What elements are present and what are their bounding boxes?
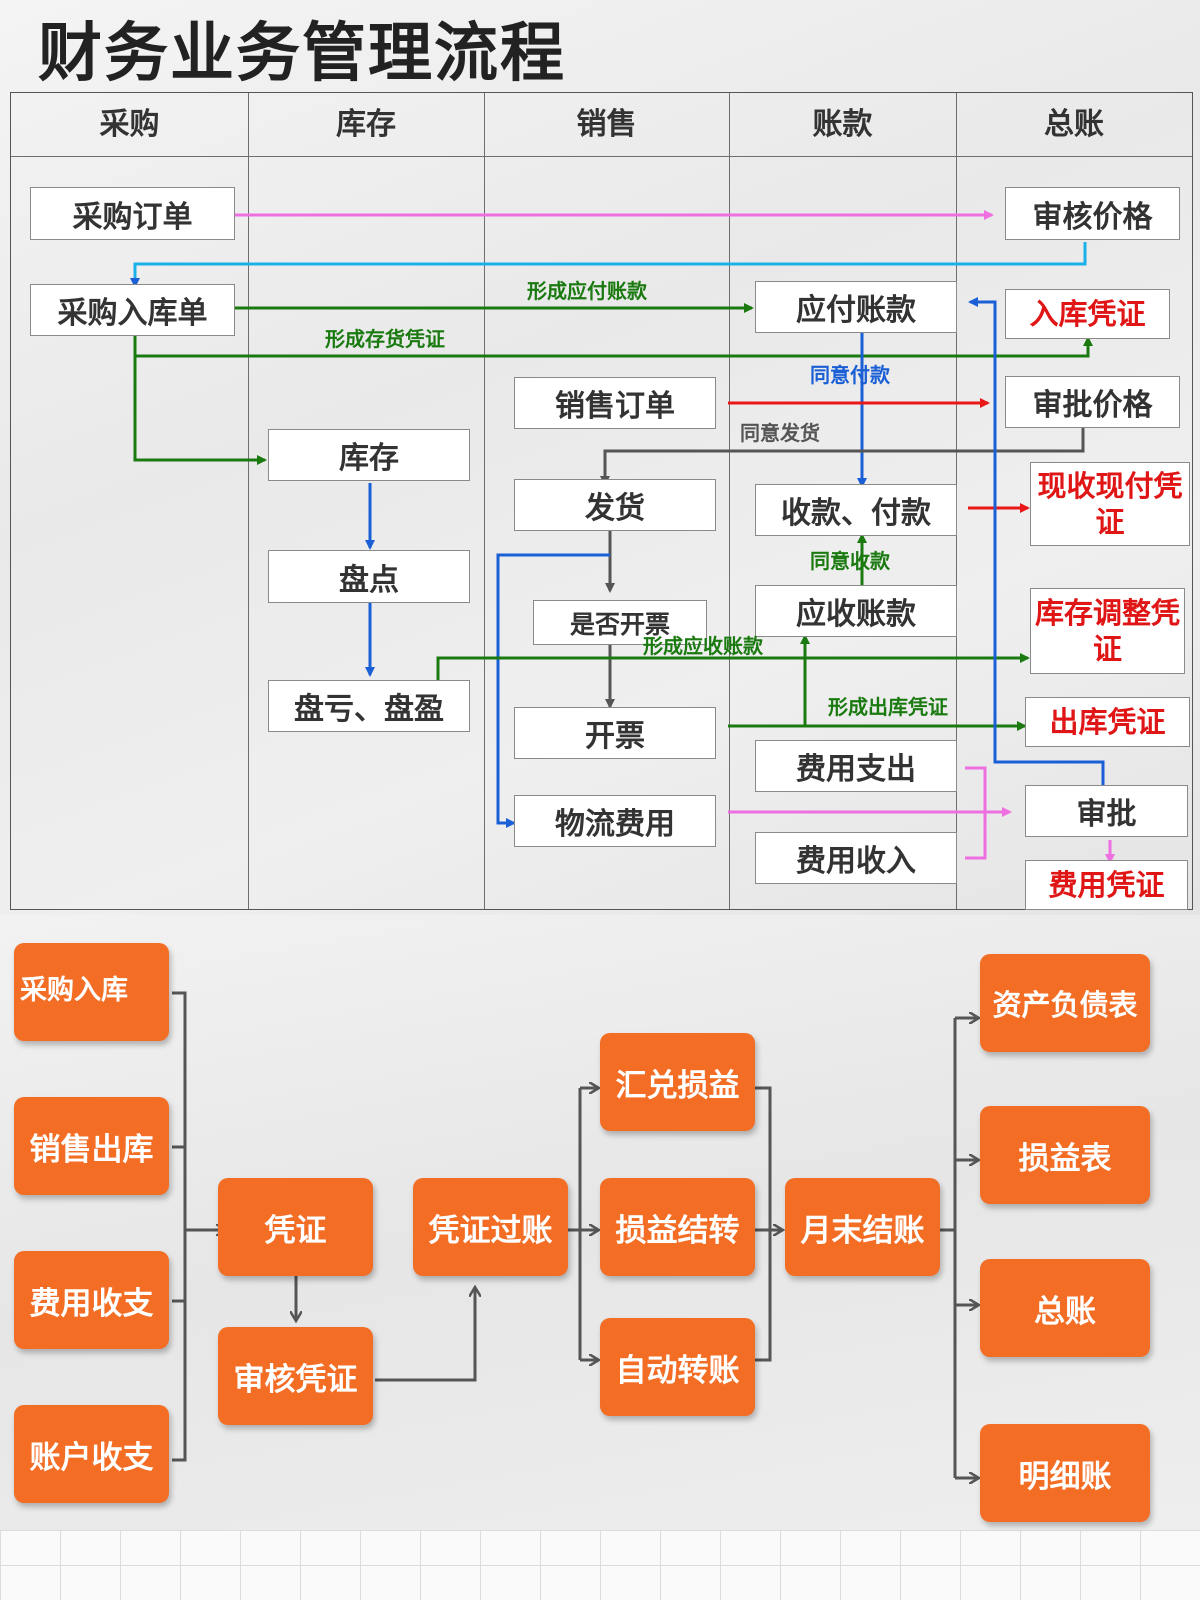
flow-posting: 凭证过账 [413, 1178, 568, 1276]
node-inventory-adjust-voucher: 库存调整凭证 [1030, 588, 1185, 674]
node-cash-voucher: 现收现付凭证 [1030, 462, 1190, 546]
node-shipping: 发货 [514, 479, 716, 531]
lane-header-divider [11, 156, 1192, 157]
flow-report-detail: 明细账 [980, 1424, 1150, 1522]
flow-source-expense: 费用收支 [14, 1251, 169, 1349]
node-invoice-q: 是否开票 [533, 600, 707, 645]
page-title: 财务业务管理流程 [38, 17, 566, 91]
node-outbound-voucher: 出库凭证 [1025, 697, 1190, 747]
label-form-inventory-voucher: 形成存货凭证 [325, 327, 445, 351]
label-agree-collection: 同意收款 [810, 549, 890, 573]
node-approve: 审批 [1025, 785, 1188, 837]
label-form-outbound-voucher: 形成出库凭证 [828, 695, 948, 719]
footer-grid [0, 1530, 1200, 1600]
flow-exchange: 汇兑损益 [600, 1033, 755, 1131]
node-expense-out: 费用支出 [755, 740, 957, 792]
node-receivable: 应收账款 [755, 585, 957, 637]
node-approve-price: 审批价格 [1005, 376, 1180, 428]
flow-report-ledger: 总账 [980, 1259, 1150, 1357]
node-purchase-receipt: 采购入库单 [30, 284, 235, 336]
label-agree-shipping: 同意发货 [740, 421, 820, 445]
node-receive-pay: 收款、付款 [755, 484, 957, 536]
label-form-receivable: 形成应收账款 [643, 634, 763, 658]
lane-divider [484, 93, 485, 909]
node-stocktake: 盘点 [268, 550, 470, 603]
flow-pl-transfer: 损益结转 [600, 1178, 755, 1276]
label-agree-payment: 同意付款 [810, 363, 890, 387]
node-invoice: 开票 [514, 707, 716, 759]
node-logistics: 物流费用 [514, 795, 716, 847]
node-inbound-voucher: 入库凭证 [1005, 289, 1170, 339]
node-payable: 应付账款 [755, 281, 957, 333]
lane-header-sales: 销售 [576, 107, 637, 142]
lane-header-purchase: 采购 [99, 107, 160, 142]
swimlane-table: 采购 库存 销售 账款 总账 [10, 92, 1193, 910]
lane-header-inventory: 库存 [336, 107, 396, 142]
flow-auto-transfer: 自动转账 [600, 1318, 755, 1416]
flow-source-purchase: 采购入库 [14, 943, 169, 1041]
lane-header-ledger: 总账 [1044, 107, 1104, 142]
flow-month-end: 月末结账 [785, 1178, 940, 1276]
lane-header-accounts: 账款 [812, 107, 873, 142]
flow-report-balance: 资产负债表 [980, 954, 1150, 1052]
lane-divider [729, 93, 730, 909]
node-sales-order: 销售订单 [514, 377, 716, 429]
node-inventory: 库存 [268, 429, 470, 481]
flow-source-sales: 销售出库 [14, 1097, 169, 1195]
lane-divider [248, 93, 249, 909]
node-loss-gain: 盘亏、盘盈 [268, 680, 470, 732]
node-purchase-order: 采购订单 [30, 187, 235, 240]
label-form-payable: 形成应付账款 [527, 279, 647, 303]
flow-review-voucher: 审核凭证 [218, 1327, 373, 1425]
node-expense-voucher: 费用凭证 [1025, 860, 1188, 910]
flow-report-pl: 损益表 [980, 1106, 1150, 1204]
node-review-price: 审核价格 [1005, 187, 1180, 240]
flow-source-account: 账户收支 [14, 1405, 169, 1503]
node-expense-in: 费用收入 [755, 832, 957, 884]
flow-voucher: 凭证 [218, 1178, 373, 1276]
